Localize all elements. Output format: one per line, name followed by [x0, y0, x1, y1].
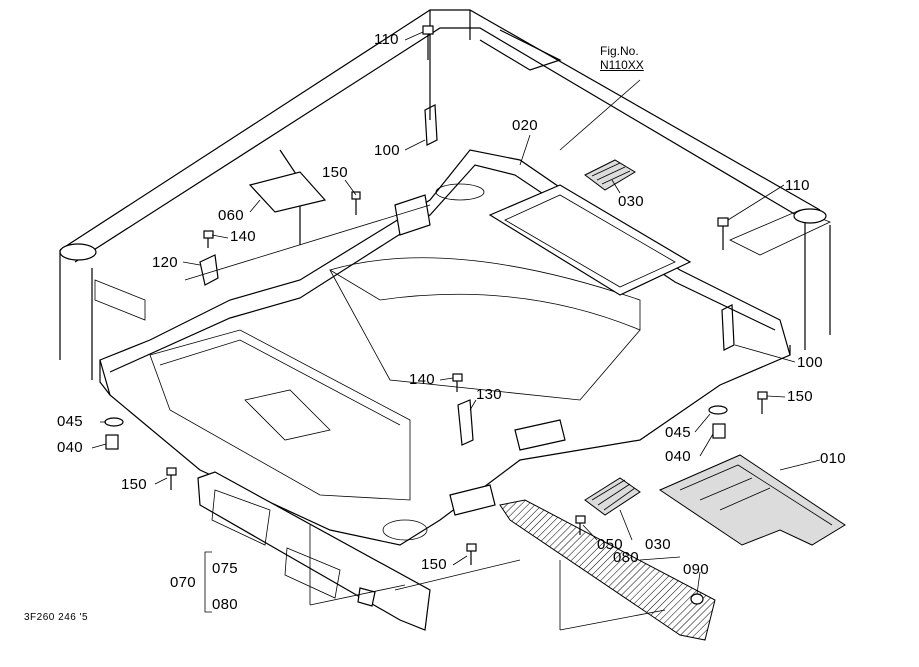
- part-150-screw-top: [351, 191, 361, 215]
- callout-020: 020: [512, 117, 538, 134]
- leader-lines: [91, 31, 821, 631]
- rops-frame: [59, 9, 832, 380]
- callout-120: 120: [152, 254, 178, 271]
- callout-030-bottom: 030: [645, 536, 671, 553]
- callout-050: 050: [597, 536, 623, 553]
- callout-070: 070: [170, 574, 196, 591]
- callout-040-right: 040: [665, 448, 691, 465]
- part-030-grille-top: [584, 159, 636, 191]
- callout-010: 010: [820, 450, 846, 467]
- frame-post-cap-right: [793, 208, 827, 224]
- callout-100-left: 100: [374, 142, 400, 159]
- callout-100-right: 100: [797, 354, 823, 371]
- part-120-bracket: [199, 254, 219, 286]
- callout-130: 130: [476, 386, 502, 403]
- figure-number: N110XX: [600, 58, 644, 72]
- drawing-code: 3F260 246 '5: [24, 612, 89, 623]
- part-060-pad: [248, 171, 327, 213]
- part-030-grille-bottom: [584, 477, 641, 516]
- callout-060: 060: [218, 207, 244, 224]
- callout-080-right: 080: [613, 549, 639, 566]
- part-020-trim: [184, 204, 431, 281]
- figure-label: Fig.No.: [600, 44, 639, 58]
- callout-080-left: 080: [212, 596, 238, 613]
- callout-040-left: 040: [57, 439, 83, 456]
- callout-045-left: 045: [57, 413, 83, 430]
- part-045-040-left: [104, 417, 124, 450]
- roof-opening: [488, 184, 692, 296]
- callout-150-top: 150: [322, 164, 348, 181]
- part-150-screw-bottom: [466, 543, 477, 565]
- callout-140-mid: 140: [409, 371, 435, 388]
- part-110-bolt-right: [717, 217, 729, 250]
- part-070-front-panel: [197, 471, 431, 631]
- part-090-fastener: [690, 593, 704, 605]
- callout-075: 075: [212, 560, 238, 577]
- frame-post-cap-left: [59, 243, 97, 261]
- callout-110-right: 110: [785, 177, 810, 194]
- callout-090: 090: [683, 561, 709, 578]
- callout-030-top: 030: [618, 193, 644, 210]
- callout-150-right: 150: [787, 388, 813, 405]
- part-010-filter: [658, 454, 846, 546]
- callout-110-top: 110: [374, 31, 399, 48]
- part-150-screw-right: [757, 391, 768, 414]
- part-045-040-right: [708, 405, 728, 439]
- part-100-bracket-left: [424, 104, 438, 146]
- part-150-screw-left: [166, 467, 177, 490]
- part-140-screw-mid: [452, 373, 463, 392]
- figure-number-block: Fig.No. N110XX: [600, 44, 644, 72]
- callout-150-bottom: 150: [421, 556, 447, 573]
- part-080-trim-right: [499, 499, 716, 641]
- part-140-screw-left: [203, 230, 214, 248]
- callout-045-right: 045: [665, 424, 691, 441]
- part-100-bracket-right: [721, 304, 735, 351]
- part-110-bolt-top: [422, 25, 434, 60]
- roof-panel: [99, 149, 791, 546]
- callout-140-left: 140: [230, 228, 256, 245]
- callout-150-left: 150: [121, 476, 147, 493]
- part-130-bracket: [457, 399, 474, 446]
